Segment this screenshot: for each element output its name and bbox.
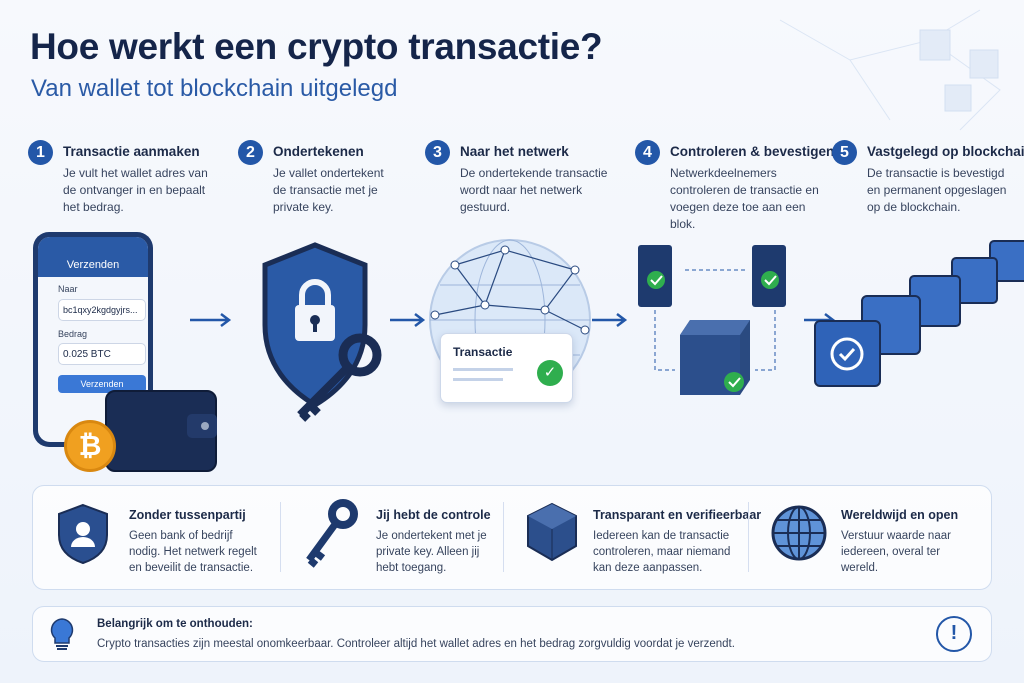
step-description: De ondertekende transactie wordt naar he… [460,166,608,214]
feature-title: Wereldwijd en open [841,508,959,522]
feature-description: Geen bank of bedrijf nodig. Het netwerk … [129,530,257,574]
globe-icon [771,505,827,561]
feature-no-intermediary: Zonder tussenpartij Geen bank of bedrijf… [33,486,278,591]
step-description: Netwerkdeelnemers controleren de transac… [670,166,819,231]
arrow-right-icon [190,313,232,327]
feature-description: Iedereen kan de transactie controleren, … [593,530,731,574]
step-title: Ondertekenen [273,144,364,159]
shield-lock-key-icon [262,242,382,422]
step-title: Controleren & bevestigen [670,144,835,159]
divider [748,502,749,572]
step-number: 4 [635,140,660,165]
amount-label: Bedrag [58,329,88,339]
background-network-decoration [779,9,1001,131]
bitcoin-coin-icon: ₿ [64,420,116,472]
shield-user-icon [58,503,108,565]
step-number: 2 [238,140,263,165]
phone-header: Verzenden [38,237,148,277]
notice-title: Belangrijk om te onthouden: [97,618,253,630]
step-title: Naar het netwerk [460,144,569,159]
features-panel: Zonder tussenpartij Geen bank of bedrijf… [32,485,992,590]
feature-worldwide: Wereldwijd en open Verstuur waarde naar … [749,486,989,591]
step-description: De transactie is bevestigd en permanent … [867,166,1007,214]
cube-icon [527,502,577,562]
transaction-card: Transactie ✓ [440,333,573,403]
page-subtitle: Van wallet tot blockchain uitgelegd [31,75,398,102]
step-number: 3 [425,140,450,165]
arrow-right-icon [592,313,628,327]
step-title: Transactie aanmaken [63,144,200,159]
feature-title: Jij hebt de controle [376,508,491,522]
feature-transparent: Transparant en verifieerbaar Iedereen ka… [504,486,761,591]
key-icon [306,499,358,568]
step-number: 5 [832,140,857,165]
step-title: Vastgelegd op blockchain [867,144,1024,159]
step-description: Je vallet ondertekent de transactie met … [273,166,384,214]
feature-description: Verstuur waarde naar iedereen, overal te… [841,530,951,574]
to-label: Naar [58,284,78,294]
step-number: 1 [28,140,53,165]
send-button[interactable]: Verzenden [58,375,146,393]
notice-text: Crypto transacties zijn meestal onomkeer… [97,638,735,650]
blockchain-icon [814,240,1024,387]
address-input[interactable]: bc1qxy2kgdgyjrs... [58,299,146,321]
amount-input[interactable]: 0.025 BTC [58,343,146,365]
divider [280,502,281,572]
validator-nodes-icon [638,245,786,395]
page-title: Hoe werkt een crypto transactie? [30,26,603,67]
exclamation-icon: ! [936,616,972,652]
lightbulb-icon [50,618,74,650]
feature-title: Transparant en verifieerbaar [593,508,762,522]
feature-description: Je ondertekent met je private key. Allee… [376,530,487,574]
important-notice: Belangrijk om te onthouden: Crypto trans… [32,606,992,662]
divider [503,502,504,572]
transaction-card-label: Transactie [453,345,513,359]
wallet-icon [105,390,217,472]
step-description: Je vult het wallet adres van de ontvange… [63,166,208,214]
arrow-right-icon [390,313,426,327]
feature-control: Jij hebt de controle Je ondertekent met … [281,486,511,591]
feature-title: Zonder tussenpartij [129,508,246,522]
checkmark-icon: ✓ [537,360,563,386]
